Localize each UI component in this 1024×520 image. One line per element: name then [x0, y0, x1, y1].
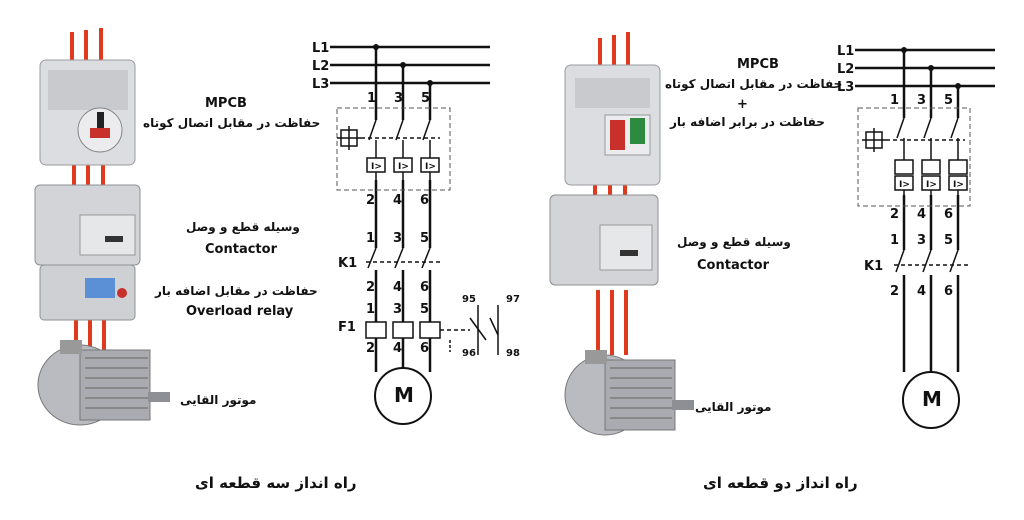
right-motor-letter: M [922, 387, 942, 411]
left-line-l1: L1 [312, 41, 330, 56]
left-term-mid-6: 6 [420, 193, 430, 208]
right-line-l2: L2 [837, 62, 855, 77]
right-contactor-device [549, 194, 659, 286]
left-term-top-5: 5 [421, 91, 431, 106]
aux-98: 98 [506, 348, 520, 359]
left-f1-label: F1 [338, 320, 356, 335]
svg-text:I>: I> [926, 180, 937, 190]
right-term-mid-2: 2 [890, 207, 900, 222]
left-term-mid-2: 2 [366, 193, 376, 208]
left-caption: راه انداز سه قطعه ای [195, 474, 357, 492]
right-term-top-3: 3 [917, 93, 927, 108]
right-mpcb-desc1: حفاظت در مقابل اتصال کوتاه [665, 77, 843, 91]
left-mpcb-desc: حفاظت در مقابل اتصال کوتاه [143, 116, 321, 130]
left-overload-fa: حفاظت در مقابل اضافه بار [155, 284, 318, 298]
right-line-l3: L3 [837, 80, 855, 95]
right-contactor-fa: وسیله قطع و وصل [677, 235, 791, 249]
aux-96: 96 [462, 348, 476, 359]
left-k-term-1: 1 [366, 231, 376, 246]
left-k1-label: K1 [338, 256, 358, 271]
right-motor-device [564, 350, 694, 436]
left-term-top-3: 3 [394, 91, 404, 106]
right-k-term-1: 1 [890, 233, 900, 248]
right-k-term-6: 6 [944, 284, 954, 299]
aux-95: 95 [462, 294, 476, 305]
right-mpcb-device [564, 64, 661, 186]
left-contactor-en: Contactor [205, 242, 277, 257]
left-term-top-1: 1 [367, 91, 377, 106]
mpcb-device [39, 59, 136, 166]
left-motor-letter: M [394, 383, 414, 407]
overload-device [39, 264, 136, 321]
left-term-mid-4: 4 [393, 193, 403, 208]
right-contactor-en: Contactor [697, 258, 769, 273]
svg-text:I>: I> [371, 162, 382, 172]
aux-97: 97 [506, 294, 520, 305]
left-line-l2: L2 [312, 59, 330, 74]
left-motor-fa: موتور القایی [180, 393, 257, 407]
right-mpcb-desc2: حفاظت در برابر اضافه بار [670, 115, 825, 129]
left-motor-symbol [374, 367, 432, 425]
right-term-top-1: 1 [890, 93, 900, 108]
right-motor-symbol [902, 371, 960, 429]
svg-text:I>: I> [899, 180, 910, 190]
left-f-term-6: 6 [420, 341, 430, 356]
right-caption: راه انداز دو قطعه ای [703, 474, 858, 492]
right-mpcb-plus: + [737, 97, 748, 112]
right-term-mid-4: 4 [917, 207, 927, 222]
right-mpcb-label: MPCB [737, 57, 779, 72]
left-f-term-3: 3 [393, 302, 403, 317]
left-k-term-3: 3 [393, 231, 403, 246]
left-line-l3: L3 [312, 77, 330, 92]
right-k-term-3: 3 [917, 233, 927, 248]
left-f-term-5: 5 [420, 302, 430, 317]
right-line-l1: L1 [837, 44, 855, 59]
left-contactor-fa: وسیله قطع و وصل [186, 220, 300, 234]
left-k-term-5: 5 [420, 231, 430, 246]
right-k-term-2: 2 [890, 284, 900, 299]
left-mpcb-label: MPCB [205, 96, 247, 111]
left-motor-device [37, 340, 170, 426]
left-k-term-4: 4 [393, 280, 403, 295]
left-k-term-6: 6 [420, 280, 430, 295]
left-overload-en: Overload relay [186, 304, 294, 319]
right-term-top-5: 5 [944, 93, 954, 108]
contactor-device [34, 184, 141, 266]
left-f-term-4: 4 [393, 341, 403, 356]
left-f-term-2: 2 [366, 341, 376, 356]
left-k-term-2: 2 [366, 280, 376, 295]
right-term-mid-6: 6 [944, 207, 954, 222]
right-k-term-4: 4 [917, 284, 927, 299]
right-k1-label: K1 [864, 259, 884, 274]
left-f-term-1: 1 [366, 302, 376, 317]
svg-text:I>: I> [398, 162, 409, 172]
svg-text:I>: I> [425, 162, 436, 172]
right-motor-fa: موتور القایی [695, 400, 772, 414]
right-k-term-5: 5 [944, 233, 954, 248]
svg-text:I>: I> [953, 180, 964, 190]
